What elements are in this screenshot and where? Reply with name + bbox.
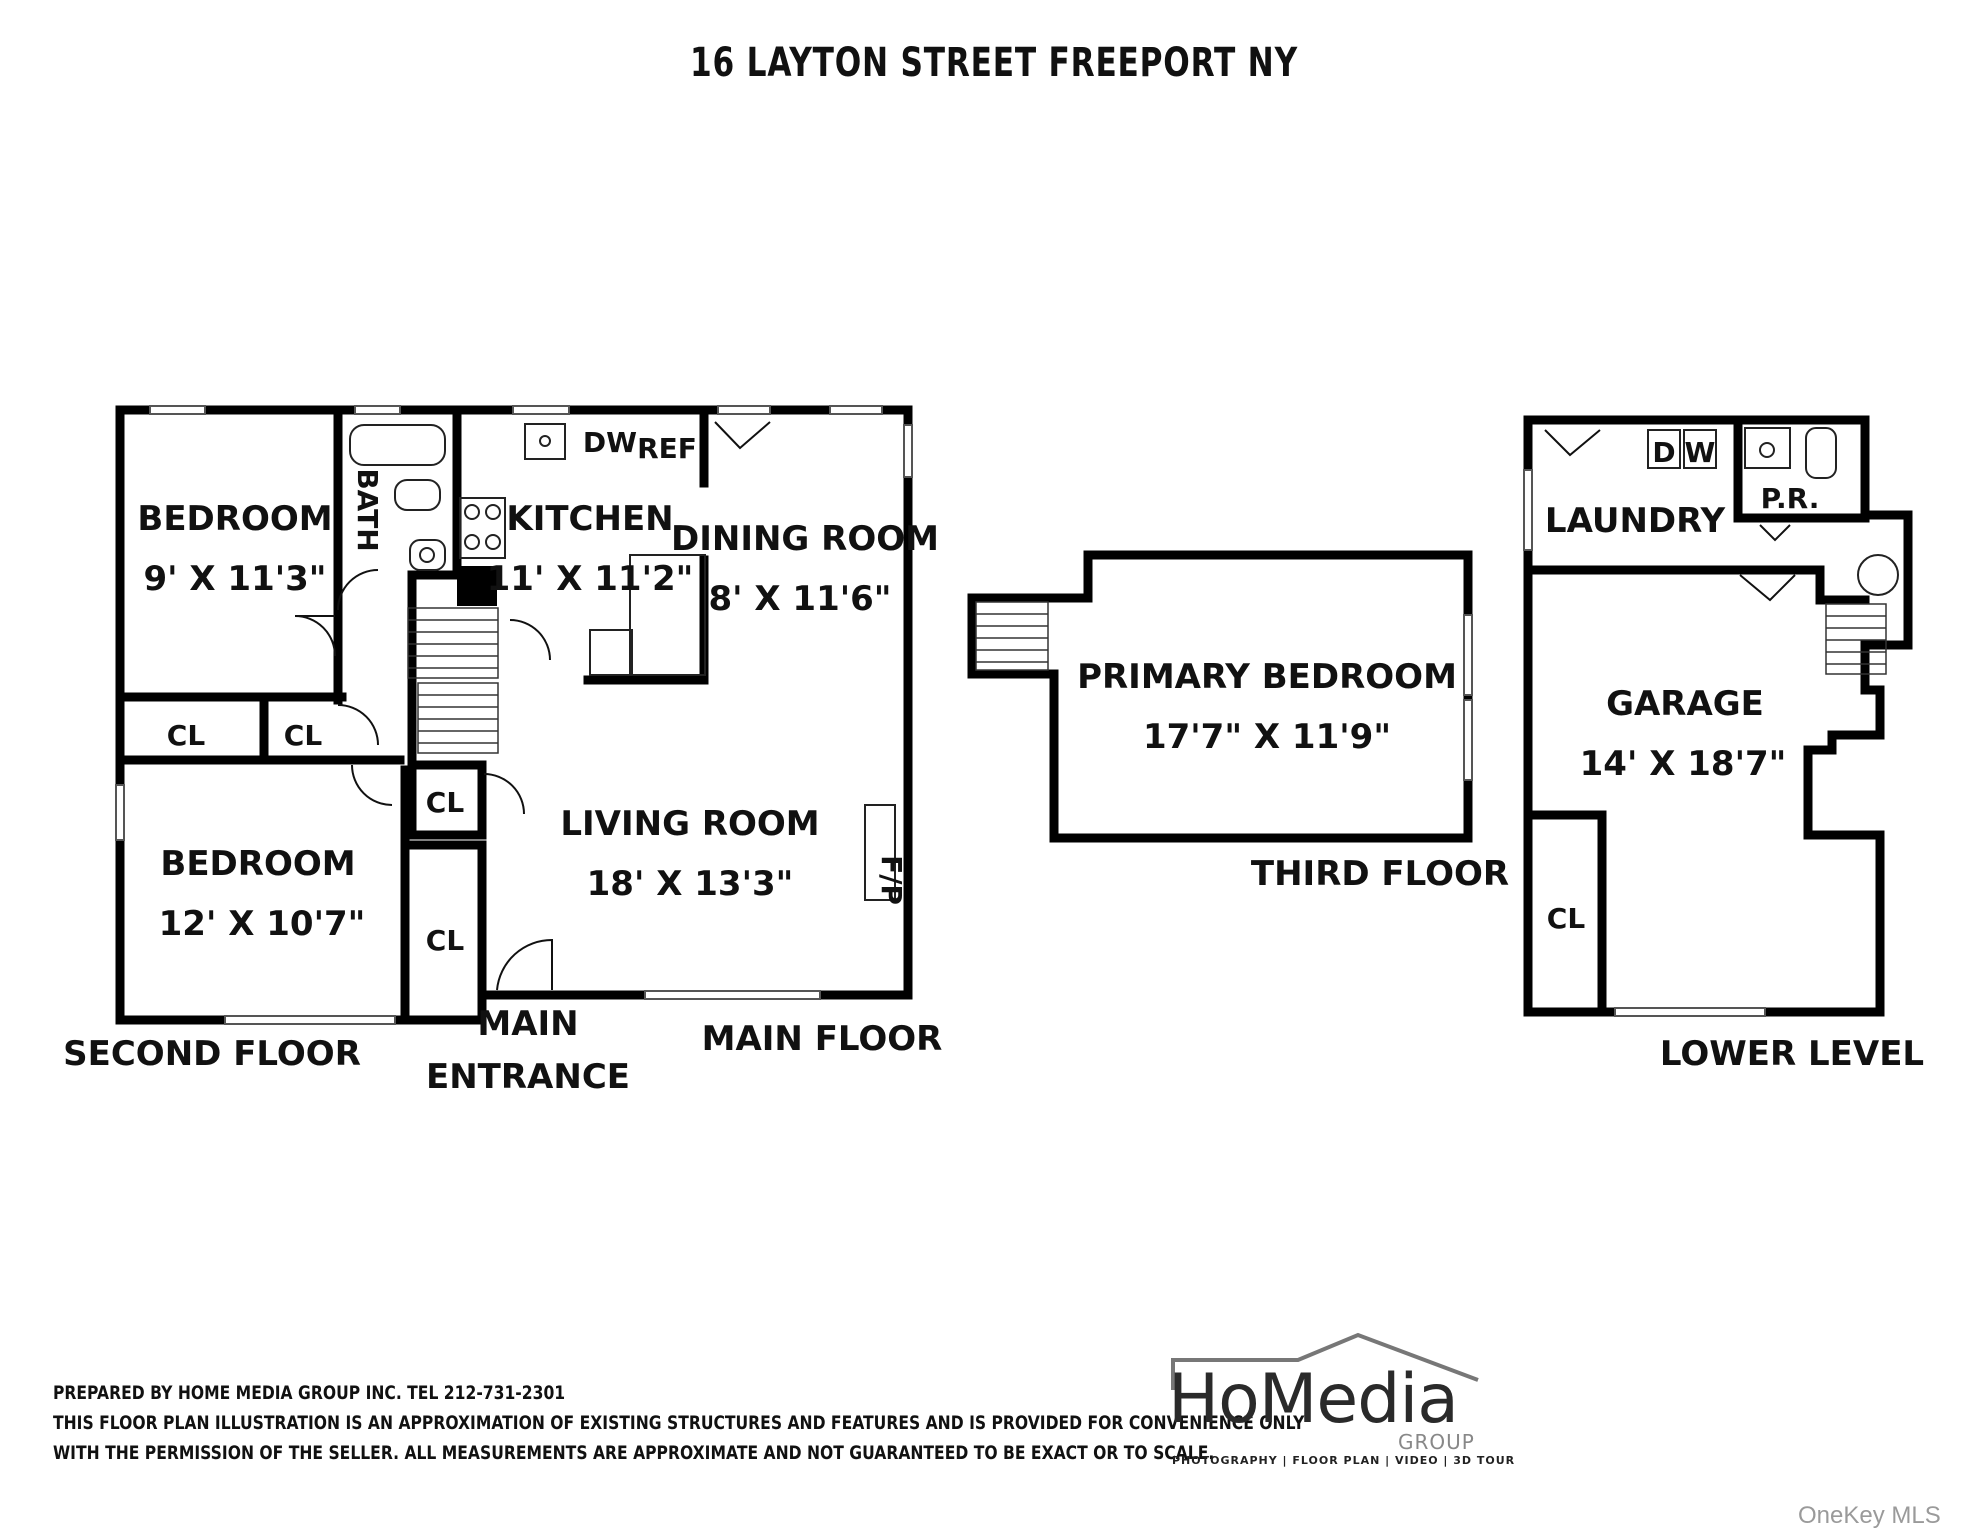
closet-2-label: CL: [284, 719, 323, 752]
lower-level-label: LOWER LEVEL: [1660, 1034, 1924, 1074]
bedroom-1-label: BEDROOM: [137, 499, 332, 539]
kitchen-size: 11' X 11'2": [487, 559, 694, 599]
closet-3-label: CL: [426, 924, 465, 957]
garage-label: GARAGE: [1606, 684, 1764, 724]
third-floor-label: THIRD FLOOR: [1251, 854, 1509, 894]
primary-bedroom-label: PRIMARY BEDROOM: [1077, 657, 1457, 697]
closet-1-label: CL: [167, 719, 206, 752]
bedroom-1-size: 9' X 11'3": [143, 559, 326, 599]
main-closet-label: CL: [426, 786, 465, 819]
watermark: OneKey MLS: [1798, 1502, 1941, 1529]
footer-line-1: PREPARED BY HOME MEDIA GROUP INC. TEL 21…: [53, 1382, 566, 1404]
logo-roof-icon: [1171, 1332, 1479, 1390]
garage-size: 14' X 18'7": [1580, 744, 1787, 784]
footer-disclaimer: PREPARED BY HOME MEDIA GROUP INC. TEL 21…: [53, 1378, 1304, 1468]
laundry-label: LAUNDRY: [1545, 501, 1726, 541]
washer-label: W: [1685, 436, 1716, 469]
fireplace-label: F/P: [875, 855, 908, 905]
dining-room-size: 8' X 11'6": [708, 579, 891, 619]
main-entrance-line2: ENTRANCE: [426, 1057, 630, 1097]
lower-closet-label: CL: [1547, 902, 1586, 935]
logo-group: GROUP: [1398, 1430, 1475, 1454]
footer-line-2: THIS FLOOR PLAN ILLUSTRATION IS AN APPRO…: [53, 1412, 1305, 1434]
bedroom-2-label: BEDROOM: [160, 844, 355, 884]
main-entrance-line1: MAIN: [477, 1004, 578, 1044]
bath-label: BATH: [351, 468, 384, 551]
dining-room-label: DINING ROOM: [671, 519, 939, 559]
living-room-label: LIVING ROOM: [560, 804, 819, 844]
main-floor-label: MAIN FLOOR: [702, 1019, 943, 1059]
kitchen-label: KITCHEN: [506, 499, 673, 539]
dryer-label: D: [1652, 436, 1675, 469]
dishwasher-label: DW: [583, 426, 637, 459]
primary-bedroom-size: 17'7" X 11'9": [1143, 717, 1391, 757]
footer-line-3: WITH THE PERMISSION OF THE SELLER. ALL M…: [53, 1442, 1215, 1464]
refrigerator-label: REF: [637, 432, 697, 465]
homedia-logo: HoMedia GROUP PHOTOGRAPHY | FLOOR PLAN |…: [1168, 1330, 1514, 1470]
lower-level-walls: [1523, 415, 1913, 1017]
logo-name: HoMedia: [1168, 1360, 1459, 1439]
powder-room-label: P.R.: [1761, 482, 1820, 515]
living-room-size: 18' X 13'3": [587, 864, 794, 904]
logo-tagline: PHOTOGRAPHY | FLOOR PLAN | VIDEO | 3D TO…: [1172, 1454, 1516, 1467]
second-floor-label: SECOND FLOOR: [63, 1034, 361, 1074]
bedroom-2-size: 12' X 10'7": [159, 904, 366, 944]
plan-title: 16 LAYTON STREET FREEPORT NY: [690, 40, 1298, 86]
